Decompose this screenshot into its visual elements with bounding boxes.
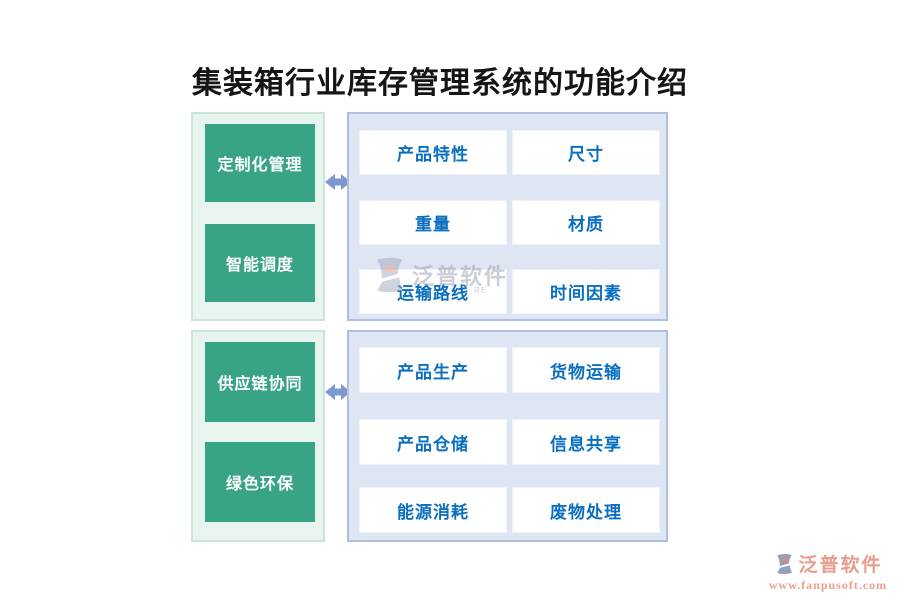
detail-box-energy-consumption: 能源消耗 <box>359 487 507 533</box>
detail-box-transport-route: 运输路线 <box>359 269 507 314</box>
detail-box-waste-disposal: 废物处理 <box>512 487 660 533</box>
watermark-brand-text: 泛普软件 <box>798 555 883 576</box>
detail-box-product-storage: 产品仓储 <box>359 419 507 465</box>
detail-box-cargo-transport: 货物运输 <box>512 347 660 393</box>
detail-box-weight: 重量 <box>359 200 507 245</box>
feature-button-customized-management: 定制化管理 <box>205 124 315 202</box>
feature-button-green-environmental: 绿色环保 <box>205 442 315 522</box>
watermark-corner: 泛普软件 www.fanpusoft.com <box>763 550 893 593</box>
feature-panel-2: 供应链协同 绿色环保 <box>191 330 325 542</box>
detail-box-time-factor: 时间因素 <box>512 269 660 314</box>
detail-box-information-sharing: 信息共享 <box>512 419 660 465</box>
feature-button-intelligent-scheduling: 智能调度 <box>205 224 315 302</box>
detail-panel-1: 产品特性 尺寸 重量 材质 运输路线 时间因素 <box>347 112 668 321</box>
feature-button-supply-chain-collaboration: 供应链协同 <box>205 342 315 422</box>
fanpu-logo-icon <box>777 553 793 574</box>
double-arrow-icon <box>325 174 351 190</box>
detail-box-product-production: 产品生产 <box>359 347 507 393</box>
detail-box-material: 材质 <box>512 200 660 245</box>
feature-panel-1: 定制化管理 智能调度 <box>191 112 325 321</box>
detail-panel-2: 产品生产 货物运输 产品仓储 信息共享 能源消耗 废物处理 <box>347 330 668 542</box>
detail-box-product-features: 产品特性 <box>359 130 507 175</box>
double-arrow-icon <box>325 384 351 400</box>
detail-box-size: 尺寸 <box>512 130 660 175</box>
watermark-url-text: www.fanpusoft.com <box>768 578 888 592</box>
page-title: 集装箱行业库存管理系统的功能介绍 <box>192 67 688 100</box>
